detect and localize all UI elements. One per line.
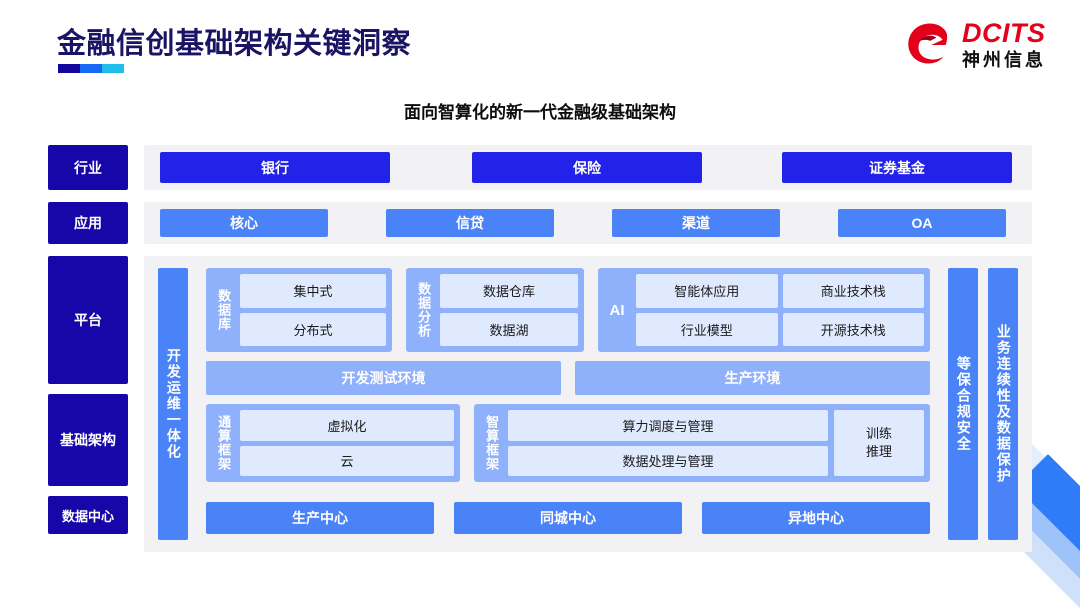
cell-data-warehouse[interactable]: 数据仓库	[440, 274, 578, 308]
dc-production-center[interactable]: 生产中心	[206, 502, 434, 534]
cell-data-processing[interactable]: 数据处理与管理	[508, 445, 828, 476]
dc-metro-center[interactable]: 同城中心	[454, 502, 682, 534]
industry-securities-fund[interactable]: 证券基金	[782, 152, 1012, 183]
group-data-analytics-label: 数据分析	[416, 282, 432, 338]
group-database-label: 数据库	[216, 289, 232, 331]
environment-row: 开发测试环境 生产环境	[206, 361, 930, 395]
brand-logo: DCITS 神州信息	[902, 18, 1046, 70]
cell-agent-application[interactable]: 智能体应用	[636, 274, 778, 308]
group-data-analytics: 数据分析 数据仓库 数据湖	[406, 268, 584, 352]
group-ai: AI 智能体应用 商业技术栈 行业模型 开源技术栈	[598, 268, 930, 352]
group-general-compute-label: 通算框架	[216, 415, 232, 471]
cell-compute-scheduling[interactable]: 算力调度与管理	[508, 410, 828, 441]
logo-wordmark-en: DCITS	[962, 17, 1046, 48]
logo-wordmark-cn: 神州信息	[962, 49, 1046, 70]
rule-segment-cyan	[102, 64, 124, 73]
group-database: 数据库 集中式 分布式	[206, 268, 392, 352]
group-intelligent-compute-label: 智算框架	[484, 415, 500, 471]
cell-distributed[interactable]: 分布式	[240, 312, 386, 346]
cell-industry-model[interactable]: 行业模型	[636, 312, 778, 346]
vertical-bar-security-compliance[interactable]: 等保合规安全	[948, 268, 978, 540]
vertical-bar-devops[interactable]: 开发运维一体化	[158, 268, 188, 540]
diagram-subtitle: 面向智算化的新一代金融级基础架构	[404, 103, 676, 122]
compute-framework-row: 通算框架 虚拟化 云 智算框架 算力调度与管理 数据处理与管理	[206, 404, 930, 482]
sidebar-item-data-center[interactable]: 数据中心	[48, 496, 128, 534]
rule-segment-navy	[58, 64, 80, 73]
platform-infrastructure-panel: 开发运维一体化 数据库 集中式 分布式 数据分析 数据仓库	[144, 256, 1032, 552]
industry-bank[interactable]: 银行	[160, 152, 390, 183]
group-general-compute-framework: 通算框架 虚拟化 云	[206, 404, 460, 482]
industry-row: 银行 保险 证券基金	[144, 145, 1032, 190]
application-core[interactable]: 核心	[160, 209, 328, 237]
cell-commercial-stack[interactable]: 商业技术栈	[782, 274, 924, 308]
cell-centralized[interactable]: 集中式	[240, 274, 386, 308]
rule-segment-blue	[80, 64, 102, 73]
cell-train-infer[interactable]: 训练 推理	[834, 410, 924, 476]
vertical-bar-business-continuity[interactable]: 业务连续性及数据保护	[988, 268, 1018, 540]
sidebar-item-platform[interactable]: 平台	[48, 256, 128, 384]
cell-virtualization[interactable]: 虚拟化	[240, 410, 454, 441]
title-underline-rule	[58, 64, 124, 73]
application-channel[interactable]: 渠道	[612, 209, 780, 237]
dcits-swirl-icon	[908, 23, 948, 64]
application-credit[interactable]: 信贷	[386, 209, 554, 237]
cell-cloud[interactable]: 云	[240, 445, 454, 476]
train-label: 训练	[865, 426, 892, 442]
group-ai-label: AI	[609, 301, 625, 319]
page-title: 金融信创基础架构关键洞察	[57, 28, 412, 60]
sidebar-item-application[interactable]: 应用	[48, 202, 128, 244]
industry-insurance[interactable]: 保险	[472, 152, 702, 183]
application-oa[interactable]: OA	[838, 209, 1006, 237]
cell-open-source-stack[interactable]: 开源技术栈	[782, 312, 924, 346]
architecture-content: 银行 保险 证券基金 核心 信贷 渠道 OA 开发运维一体化 数据库 集中式 分…	[144, 145, 1032, 552]
data-center-row: 生产中心 同城中心 异地中心	[206, 502, 930, 534]
dc-remote-center[interactable]: 异地中心	[702, 502, 930, 534]
cell-data-lake[interactable]: 数据湖	[440, 312, 578, 346]
env-dev-test[interactable]: 开发测试环境	[206, 361, 561, 395]
infer-label: 推理	[865, 444, 892, 459]
layer-label-sidebar: 行业 应用 平台 基础架构 数据中心	[48, 145, 128, 534]
platform-core-stack: 数据库 集中式 分布式 数据分析 数据仓库 数据湖	[198, 268, 938, 540]
sidebar-item-industry[interactable]: 行业	[48, 145, 128, 190]
platform-capability-row: 数据库 集中式 分布式 数据分析 数据仓库 数据湖	[206, 268, 930, 352]
sidebar-item-infrastructure[interactable]: 基础架构	[48, 394, 128, 486]
group-intelligent-compute-framework: 智算框架 算力调度与管理 数据处理与管理 训练 推理	[474, 404, 930, 482]
env-production[interactable]: 生产环境	[575, 361, 930, 395]
application-row: 核心 信贷 渠道 OA	[144, 202, 1032, 244]
